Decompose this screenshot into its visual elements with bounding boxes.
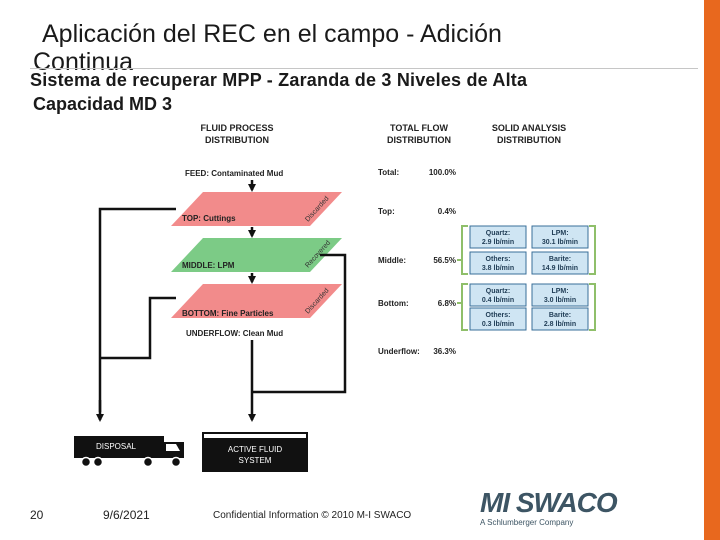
page-number: 20 [30,508,44,522]
active-system-tank-icon: ACTIVE FLUID SYSTEM [202,432,308,472]
flow-bottom-value: 6.8% [438,299,456,308]
slide-title-continued: Continua [33,48,134,76]
solid-middle-lpm-label: LPM: [551,230,568,237]
flow-top-value: 0.4% [438,207,456,216]
solid-bottom-lpm-label: LPM: [551,288,568,295]
flow-underflow-value: 36.3% [433,347,456,356]
solid-bottom-barite-box [531,307,589,331]
deck-top [171,192,342,226]
solid-bottom-barite-label: Barite: [549,312,571,319]
disposal-label: DISPOSAL [96,442,137,451]
flow-top-name: Top: [378,207,395,216]
header-total-flow-2: DISTRIBUTION [387,135,451,145]
solid-bottom-quartz-value: 0.4 lb/min [482,297,514,304]
solid-bottom-lpm-value: 3.0 lb/min [544,297,576,304]
solid-middle-others-box [469,251,527,275]
title-divider [30,68,698,69]
solid-bottom-others-value: 0.3 lb/min [482,321,514,328]
header-solid-analysis-2: DISTRIBUTION [497,135,561,145]
disposal-truck-icon: DISPOSAL [74,436,184,468]
feed-label: FEED: Contaminated Mud [185,169,283,178]
flow-total-name: Total: [378,168,399,177]
solid-bottom-quartz-label: Quartz: [486,288,511,295]
flow-total-value: 100.0% [429,168,456,177]
header-total-flow-1: TOTAL FLOW [390,123,448,133]
solid-middle-quartz-box [469,225,527,249]
solid-middle-lpm-box [531,225,589,249]
deck-top-label: TOP: Cuttings [182,214,236,223]
solid-middle-barite-box [531,251,589,275]
deck-middle-label: MIDDLE: LPM [182,261,235,270]
flow-bottom-name: Bottom: [378,299,409,308]
deck-middle [171,238,342,272]
logo-tagline: A Schlumberger Company [480,518,574,527]
slide-subtitle: Sistema de recuperar MPP - Zaranda de 3 … [30,70,528,90]
underflow-label: UNDERFLOW: Clean Mud [186,329,283,338]
active-system-label-2: SYSTEM [239,456,272,465]
solid-bottom-others-box [469,307,527,331]
solid-middle-barite-label: Barite: [549,256,571,263]
solid-bottom-quartz-box [469,283,527,307]
footer-date: 9/6/2021 [103,508,150,522]
solid-bottom-barite-value: 2.8 lb/min [544,321,576,328]
active-system-label-1: ACTIVE FLUID [228,445,282,454]
accent-bar [704,0,720,540]
solid-bottom-lpm-box [531,283,589,307]
deck-bottom [171,284,342,318]
company-logo: MI SWACO A Schlumberger Company [480,488,630,532]
slide-subtitle-continued: Capacidad MD 3 [33,94,173,114]
header-fluid-process-1: FLUID PROCESS [200,123,273,133]
header-solid-analysis-1: SOLID ANALYSIS [492,123,566,133]
solid-middle-quartz-value: 2.9 lb/min [482,239,514,246]
flow-underflow-name: Underflow: [378,347,420,356]
solid-middle-lpm-value: 30.1 lb/min [542,239,578,246]
deck-bottom-label: BOTTOM: Fine Particles [182,309,274,318]
header-fluid-process-2: DISTRIBUTION [205,135,269,145]
solid-middle-others-value: 3.8 lb/min [482,265,514,272]
flow-middle-value: 56.5% [433,256,456,265]
logo-wordmark: MI SWACO [480,487,618,518]
solid-bottom-others-label: Others: [486,312,511,319]
slide-title: Aplicación del REC en el campo - Adición [42,20,502,48]
confidential-notice: Confidential Information © 2010 M-I SWAC… [213,510,412,521]
solid-middle-quartz-label: Quartz: [486,230,511,237]
solid-middle-barite-value: 14.9 lb/min [542,265,578,272]
flow-middle-name: Middle: [378,256,406,265]
solid-middle-others-label: Others: [486,256,511,263]
